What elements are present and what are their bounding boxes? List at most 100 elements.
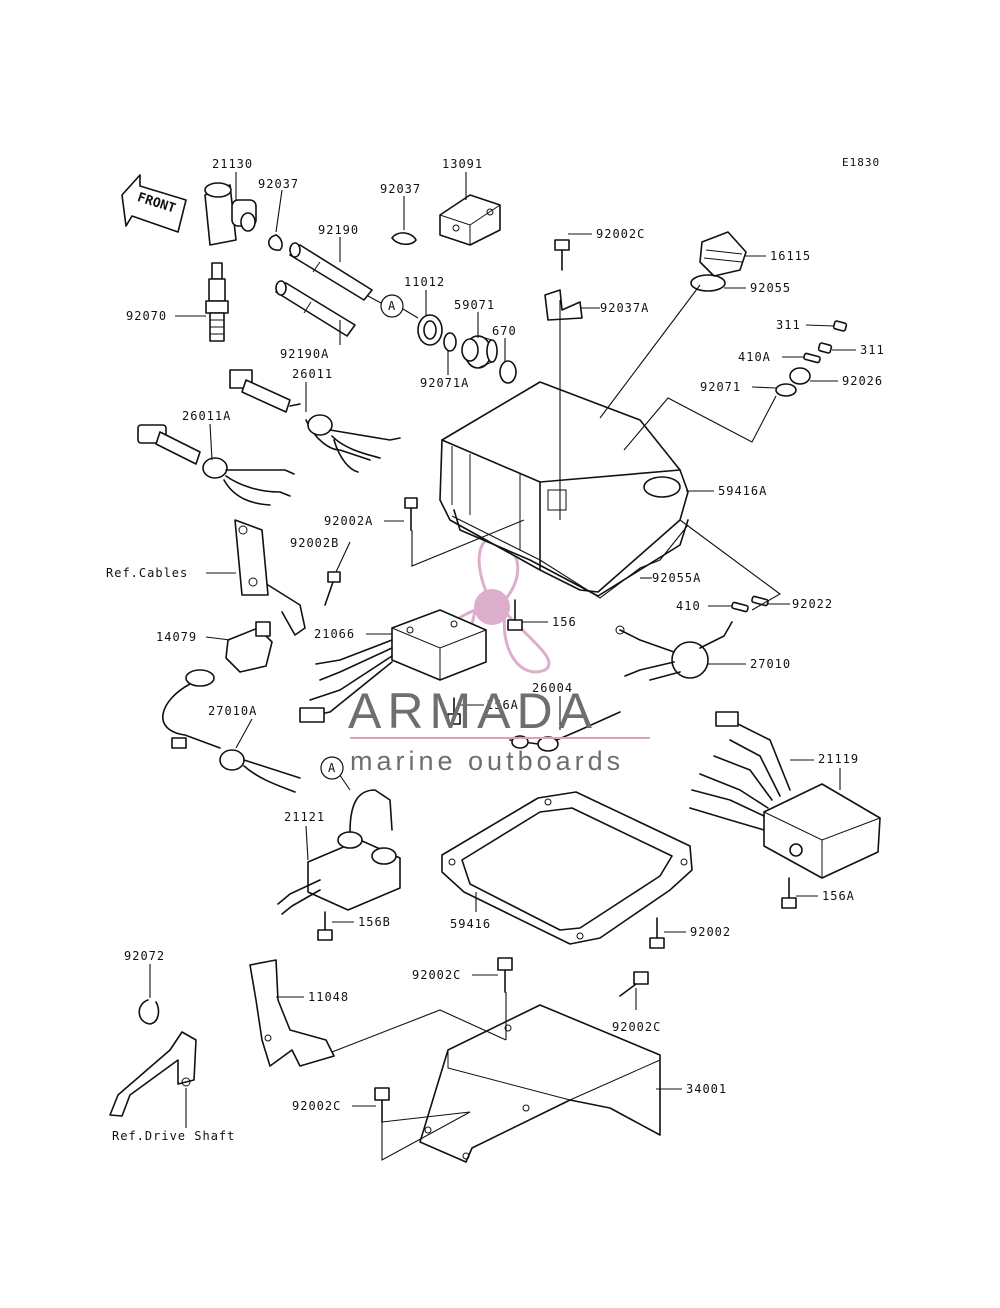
label-59416: 59416 — [450, 917, 491, 931]
label-92071A: 92071A — [420, 376, 469, 390]
label-92190A: 92190A — [280, 347, 329, 361]
part-92190-hose — [289, 242, 373, 301]
label-27010A: 27010A — [208, 704, 257, 718]
part-59071-fitting — [461, 335, 498, 369]
label-26004: 26004 — [532, 681, 573, 695]
label-92002C-bottom-a: 92002C — [412, 968, 461, 982]
label-21119: 21119 — [818, 752, 859, 766]
part-92190A-hose — [275, 280, 356, 337]
part-311-nut-b — [817, 342, 833, 354]
label-92002C-top: 92002C — [596, 227, 645, 241]
part-92071-washer — [775, 383, 797, 397]
label-156A-right: 156A — [822, 889, 855, 903]
label-21130: 21130 — [212, 157, 253, 171]
part-410A-washer — [803, 352, 821, 364]
callout-a-bottom: A — [320, 756, 344, 780]
label-21066: 21066 — [314, 627, 355, 641]
part-21121-ignition-coil — [277, 789, 401, 915]
label-92055: 92055 — [750, 281, 791, 295]
label-13091: 13091 — [442, 157, 483, 171]
part-92055A-gasket — [451, 515, 689, 599]
label-311-a: 311 — [776, 318, 801, 332]
label-26011A: 26011A — [182, 409, 231, 423]
part-92002C-bolt-bottom-c — [374, 1087, 390, 1123]
label-92002A: 92002A — [324, 514, 373, 528]
label-92037A: 92037A — [600, 301, 649, 315]
part-670-o-ring — [499, 360, 517, 384]
label-156B: 156B — [358, 915, 391, 929]
label-26011: 26011 — [292, 367, 333, 381]
part-59416A-box-cover — [439, 381, 689, 597]
label-14079: 14079 — [156, 630, 197, 644]
label-92037-b: 92037 — [380, 182, 421, 196]
label-34001: 34001 — [686, 1082, 727, 1096]
watermark-tagline: marine outboards — [350, 746, 624, 776]
part-92055-o-ring — [690, 274, 726, 292]
label-11012: 11012 — [404, 275, 445, 289]
label-92037-a: 92037 — [258, 177, 299, 191]
label-59416A: 59416A — [718, 484, 767, 498]
label-92002: 92002 — [690, 925, 731, 939]
label-11048: 11048 — [308, 990, 349, 1004]
part-11012-fitting — [417, 314, 443, 346]
svg-text:A: A — [388, 299, 396, 313]
part-92022-washer — [751, 595, 769, 607]
part-311-nut-a — [832, 320, 848, 332]
part-92037-clip-center — [391, 232, 417, 246]
part-92002C-bolt-top — [554, 239, 570, 271]
part-410-washer — [731, 601, 749, 613]
svg-text:A: A — [328, 761, 336, 775]
part-26011-harness — [229, 369, 401, 473]
watermark: ARMADA marine outboards — [348, 683, 650, 776]
part-156B-bolt — [317, 911, 333, 941]
part-14079-cap — [225, 621, 273, 673]
label-92002B: 92002B — [290, 536, 339, 550]
label-21121: 21121 — [284, 810, 325, 824]
front-arrow: FRONT — [121, 174, 187, 233]
part-92002C-bolt-bottom-a — [497, 957, 513, 993]
drive-shaft-bracket — [109, 1031, 197, 1117]
part-labels: 21130 92037 13091 92037 92190 92002C 161… — [106, 156, 884, 1143]
part-156A-bolt-right — [781, 877, 797, 909]
cables-bracket — [234, 519, 306, 636]
part-59416-box-base — [441, 791, 693, 945]
part-92071A-washer — [443, 332, 457, 352]
part-13091-block — [439, 194, 501, 246]
part-92072-clip — [138, 999, 160, 1025]
label-27010: 27010 — [750, 657, 791, 671]
part-21130-drawing — [204, 182, 257, 246]
part-156-bolt — [507, 599, 523, 631]
label-59071: 59071 — [454, 298, 495, 312]
label-92071: 92071 — [700, 380, 741, 394]
part-156A-bolt-center — [447, 697, 461, 725]
part-26011A-harness — [137, 424, 295, 506]
part-92037A-clamp — [544, 289, 583, 321]
label-92002C-bottom-c: 92002C — [292, 1099, 341, 1113]
watermark-brand: ARMADA — [348, 683, 598, 739]
callout-a-top: A — [367, 294, 419, 319]
label-156A-center: 156A — [486, 698, 519, 712]
label-410: 410 — [676, 599, 701, 613]
label-92026: 92026 — [842, 374, 883, 388]
label-92190: 92190 — [318, 223, 359, 237]
label-156: 156 — [552, 615, 577, 629]
part-11048-bracket — [249, 959, 335, 1067]
part-92070-spark-plug — [205, 262, 229, 342]
label-ref-drive-shaft: Ref.Drive Shaft — [112, 1129, 235, 1143]
part-92002B-bolt — [324, 571, 341, 606]
leader-lines — [149, 172, 856, 1161]
label-670: 670 — [492, 324, 517, 338]
part-92026-fitting — [789, 367, 811, 385]
part-92002C-bolt-bottom-b — [619, 971, 649, 997]
part-92002A-bolt — [404, 497, 418, 531]
diagram-code: E1830 — [842, 156, 880, 169]
label-92070: 92070 — [126, 309, 167, 323]
part-21066-regulator — [299, 609, 487, 723]
part-92037-clip-left — [268, 234, 283, 251]
part-16115-plug — [699, 231, 747, 277]
label-ref-cables: Ref.Cables — [106, 566, 188, 580]
label-16115: 16115 — [770, 249, 811, 263]
part-92002-bolt — [649, 917, 665, 949]
part-27010A-cable — [162, 669, 301, 793]
